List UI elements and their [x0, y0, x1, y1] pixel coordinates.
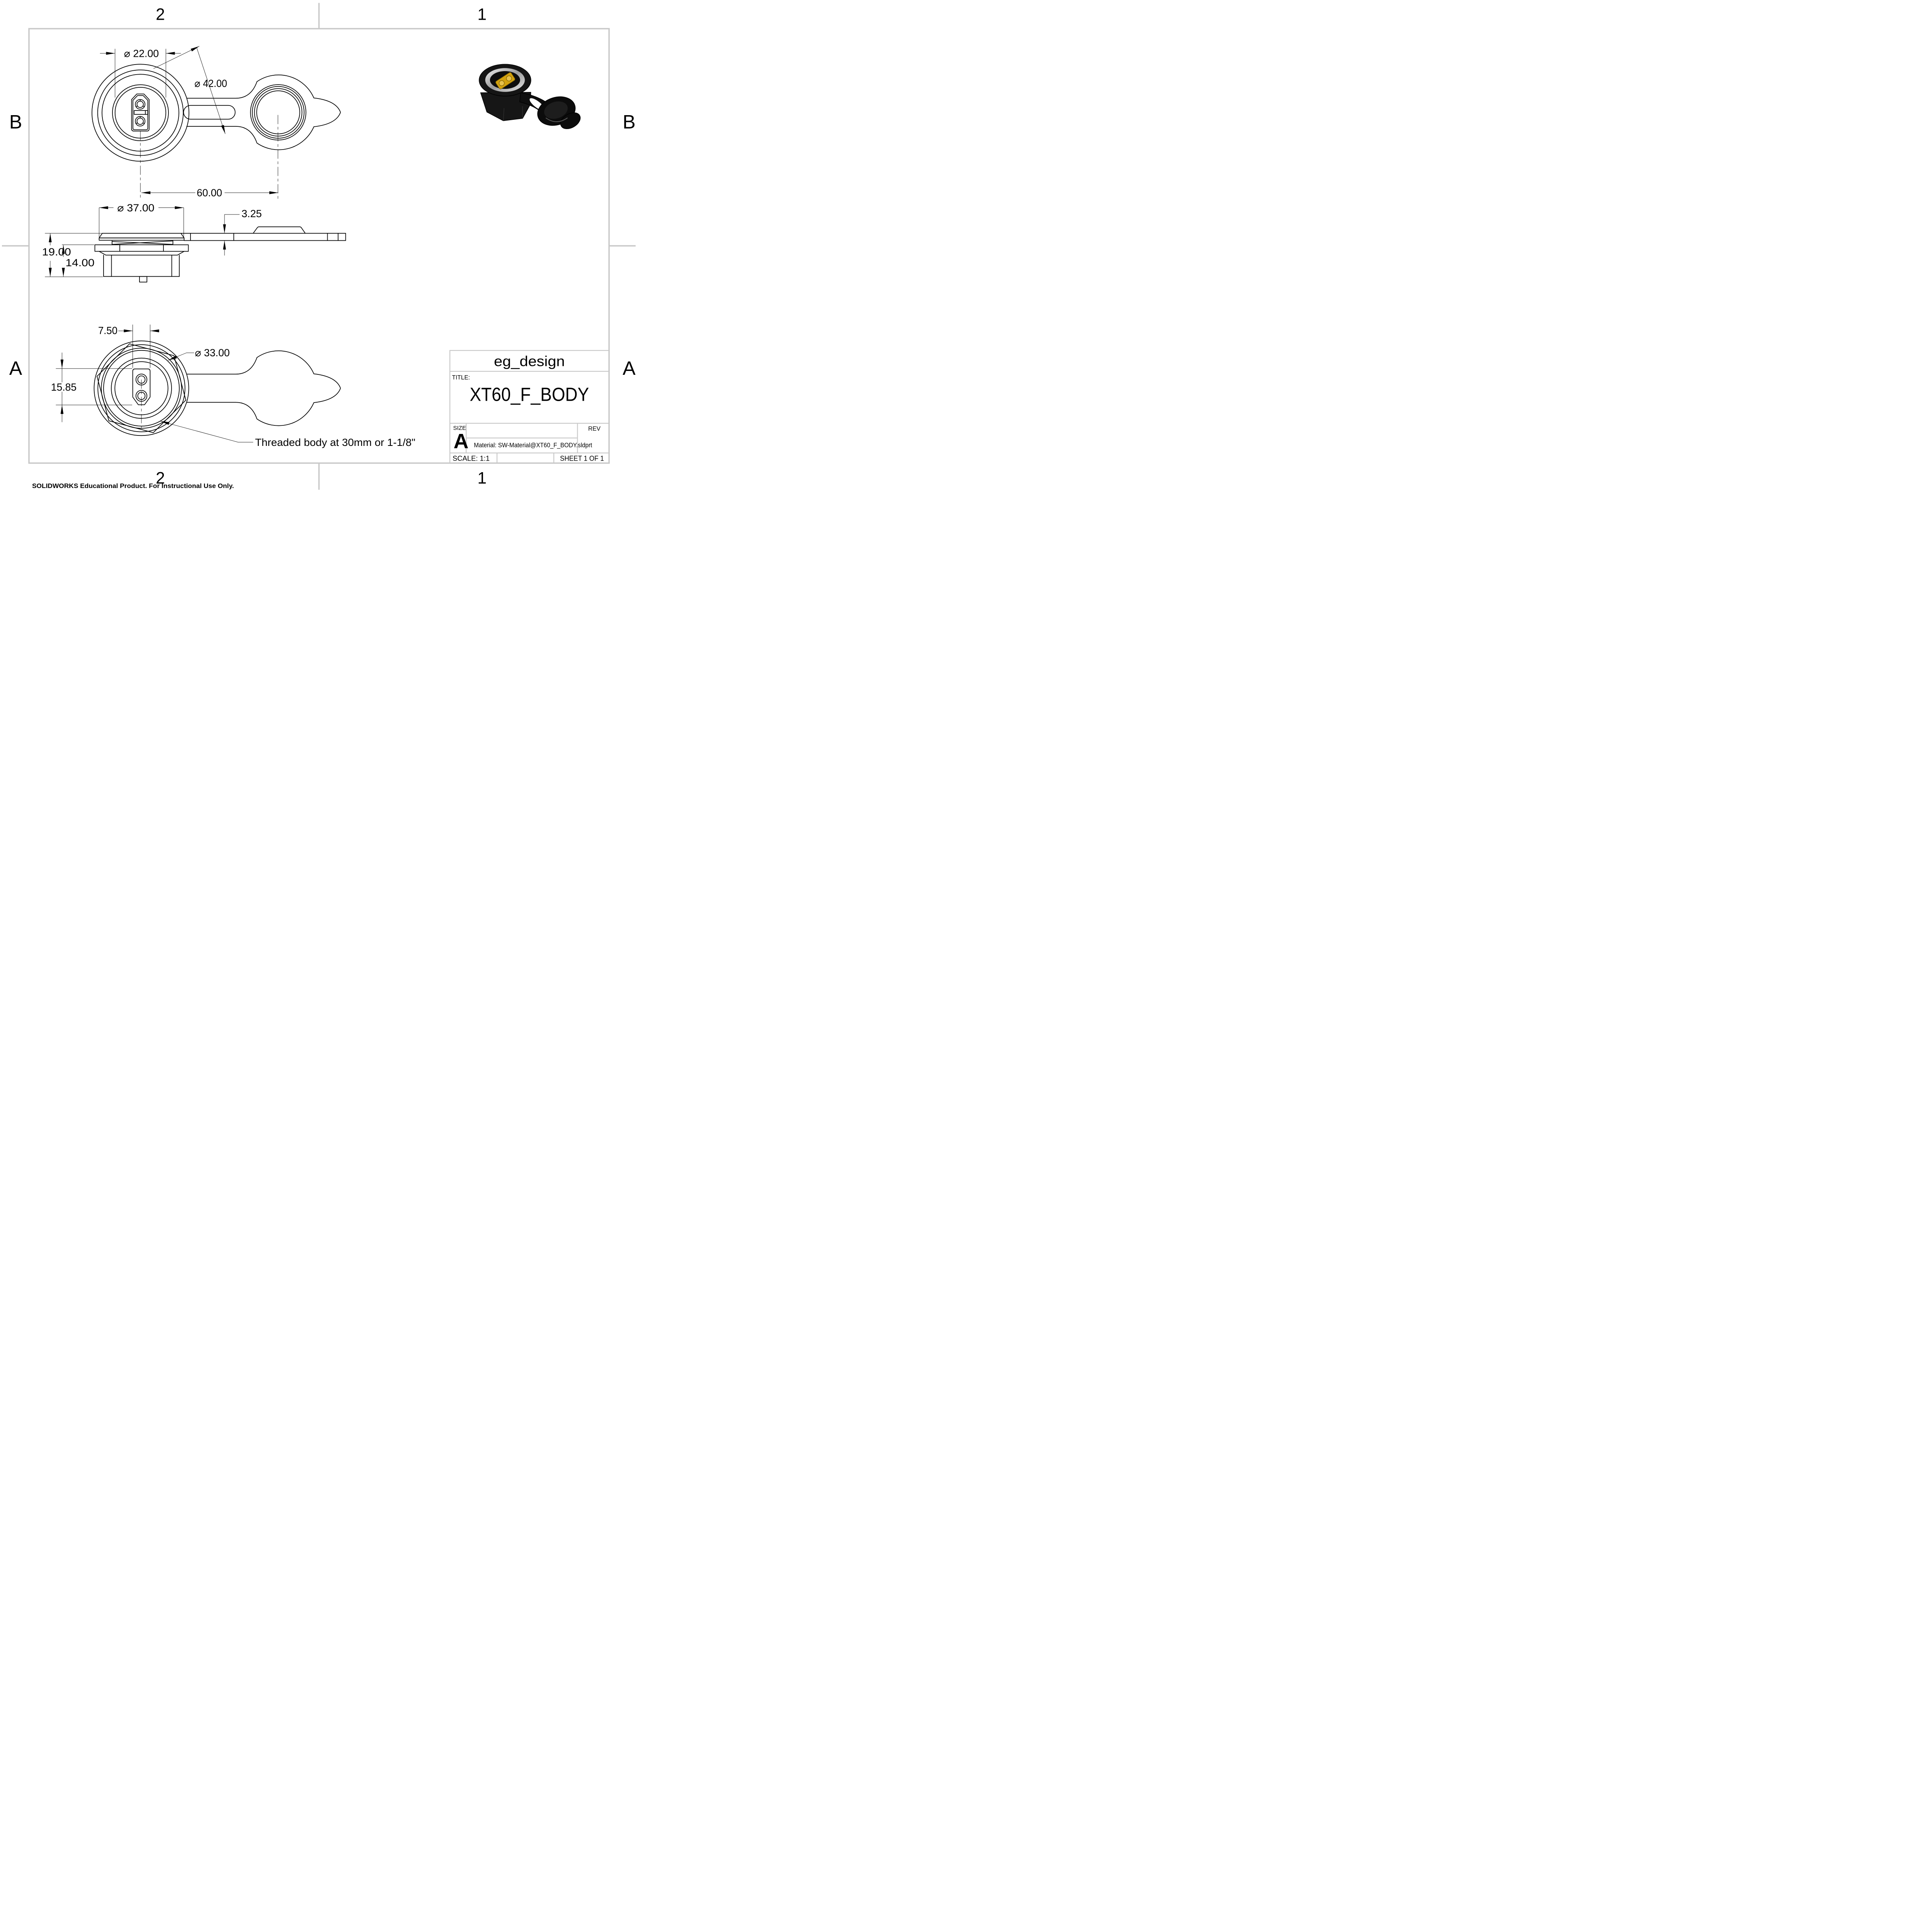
view-side: ⌀ 37.00 3.25 19.00 14.00 [42, 202, 346, 282]
xt60-pin-top [135, 99, 146, 110]
cap-circle-4 [256, 90, 300, 134]
dim-text-d37: ⌀ 37.00 [117, 202, 154, 214]
dim-d22: ⌀ 22.00 [100, 48, 181, 98]
cap-circle-1 [250, 84, 306, 141]
dim-text-h19: 19.00 [42, 246, 71, 258]
xt60-housing-bottom [132, 368, 151, 405]
drawing-title: XT60_F_BODY [470, 384, 589, 405]
zone-label-right-a: A [622, 357, 636, 379]
flange-outer-circle [92, 64, 189, 162]
material-value: Material: SW-Material@XT60_F_BODY.sldprt [474, 442, 592, 449]
xt60-key-slot [134, 110, 148, 115]
dim-len1585: 15.85 [51, 352, 132, 422]
cap-circle-2 [252, 86, 304, 139]
company-name: eg_design [494, 353, 565, 369]
zone-label-top-1: 1 [478, 5, 487, 24]
dim-t325: 3.25 [223, 208, 262, 256]
dim-d60: 60.00 [141, 187, 278, 199]
strap-and-cap-lobe-outline [186, 75, 341, 150]
dim-text-t325: 3.25 [242, 208, 262, 219]
title-label: TITLE: [452, 374, 470, 381]
recess-inner-circle [114, 87, 167, 139]
bottom-view-geometry [94, 340, 341, 436]
dim-text-d42: ⌀ 42.00 [194, 78, 227, 89]
title-block: eg_design TITLE: XT60_F_BODY SIZE A REV … [449, 350, 610, 464]
drawing-canvas: 2 1 2 1 B A B A SOLIDWORKS Educational P… [2, 3, 636, 490]
educational-watermark: SOLIDWORKS Educational Product. For Inst… [32, 482, 234, 490]
xt60-pin-bottom [135, 116, 146, 127]
xt60-housing-inner [133, 95, 148, 130]
wave-washer-side [112, 240, 173, 245]
cap-3d [537, 96, 581, 129]
title-block-lines [449, 350, 610, 464]
flange-circle-bottom [94, 340, 189, 436]
drawing-sheet: 2 1 2 1 B A B A SOLIDWORKS Educational P… [0, 0, 638, 493]
view-bottom: 7.50 ⌀ 33.00 15.85 Threaded body at 30mm… [51, 325, 415, 448]
dim-h14: 14.00 [62, 245, 95, 277]
render-3d [479, 64, 581, 129]
xt60-insert-3d [495, 72, 515, 89]
sheet-value: SHEET 1 OF 1 [560, 455, 604, 463]
dim-text-d60: 60.00 [197, 187, 222, 199]
zone-labels: 2 1 2 1 B A B A [9, 5, 636, 487]
strap-slot [183, 105, 236, 120]
scale-value: SCALE: 1:1 [452, 455, 490, 463]
connector-top-3d [479, 64, 531, 97]
dim-text-len1585: 15.85 [51, 381, 77, 393]
threaded-body-side [103, 255, 180, 277]
zone-label-bottom-1: 1 [478, 469, 487, 487]
size-value: A [454, 430, 469, 453]
side-view-geometry [94, 226, 346, 282]
note-text: Threaded body at 30mm or 1-1/8" [255, 437, 415, 448]
zone-label-left-b: B [9, 111, 22, 133]
note-threaded-body: Threaded body at 30mm or 1-1/8" [160, 421, 415, 448]
zone-label-right-b: B [622, 111, 635, 133]
dim-d42: ⌀ 42.00 [153, 46, 227, 134]
rev-label: REV [588, 426, 601, 432]
dim-text-w75: 7.50 [98, 325, 117, 337]
dim-text-d33: ⌀ 33.00 [195, 347, 230, 359]
cap-side-profile [99, 233, 185, 238]
xt60-housing-outer [131, 94, 150, 132]
dim-text-d22: ⌀ 22.00 [124, 48, 159, 60]
zone-label-left-a: A [9, 357, 22, 379]
recess-outer-circle [112, 84, 169, 141]
size-label: SIZE [453, 425, 466, 431]
view-top: ⌀ 22.00 ⌀ 42.00 60.00 [92, 46, 341, 199]
flange-inner-circle [97, 70, 184, 156]
cap-circle-3 [254, 88, 303, 137]
dim-h19: 19.00 [42, 233, 103, 277]
rubber-cap-side-profile [253, 226, 306, 234]
hex-nut-side [94, 244, 189, 256]
dim-text-h14: 14.00 [66, 257, 95, 269]
zone-label-top-2: 2 [156, 5, 165, 24]
dim-w75: 7.50 [98, 325, 159, 368]
zone-label-bottom-2: 2 [156, 469, 165, 487]
dim-d33: ⌀ 33.00 [168, 347, 230, 361]
sheet-frame [2, 3, 636, 490]
dim-d37: ⌀ 37.00 [99, 202, 184, 237]
solder-pin-side [139, 276, 148, 282]
flange-side [99, 237, 185, 241]
strap-and-cap-lobe-bottom [186, 350, 341, 426]
